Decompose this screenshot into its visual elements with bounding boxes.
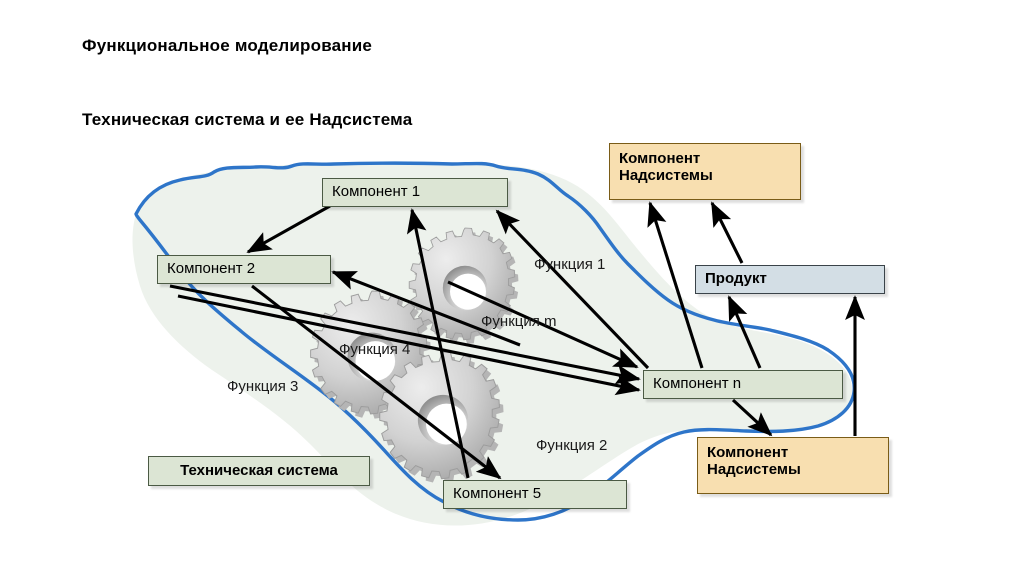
arrow-cn-to-super-bot xyxy=(731,398,773,437)
function-label-m: Функция m xyxy=(481,313,557,330)
arrow-c2-to-c5 xyxy=(251,284,502,480)
node-supersystem-component-top[interactable]: Компонент Надсистемы xyxy=(609,143,801,200)
function-label-2: Функция 2 xyxy=(536,437,608,454)
arrow-cn-to-super-top xyxy=(647,201,704,369)
arrow-c5-to-c1 xyxy=(406,208,470,479)
function-label-3: Функция 3 xyxy=(227,378,299,395)
node-component-n[interactable]: Компонент n xyxy=(643,370,843,399)
node-component-5[interactable]: Компонент 5 xyxy=(443,480,627,509)
arrow-c1-to-c2 xyxy=(246,204,331,254)
page-title: Функциональное моделирование xyxy=(82,36,373,55)
node-component-1[interactable]: Компонент 1 xyxy=(322,178,508,207)
arrow-c2-to-cn-lower xyxy=(177,294,641,396)
legend-technical-system: Техническая система xyxy=(148,456,370,486)
arrow-product-to-super-top xyxy=(710,201,744,264)
node-product[interactable]: Продукт xyxy=(695,265,885,294)
arrow-c1-to-cn xyxy=(447,280,639,369)
technical-system-boundary xyxy=(132,161,856,526)
node-component-2[interactable]: Компонент 2 xyxy=(157,255,331,284)
page-subtitle: Техническая система и ее Надсистема xyxy=(82,110,413,129)
function-label-4: Функция 4 xyxy=(339,341,411,358)
arrow-c2-to-cn-upper xyxy=(169,284,641,385)
arrow-gearzone-to-c2 xyxy=(331,270,521,347)
gear-bottom xyxy=(379,351,504,484)
node-supersystem-component-bottom[interactable]: Компонент Надсистемы xyxy=(697,437,889,494)
arrow-cn-to-product xyxy=(727,295,762,369)
function-label-1: Функция 1 xyxy=(534,256,606,273)
arrow-cn-to-c1 xyxy=(495,209,650,370)
